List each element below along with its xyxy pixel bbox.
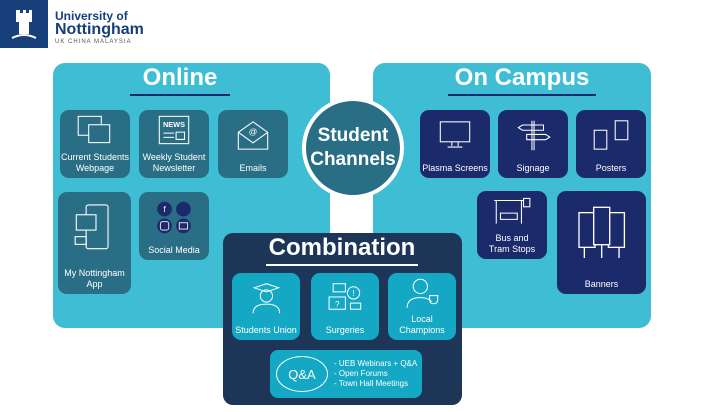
tile-label: My Nottingham (64, 268, 125, 278)
tile-plasma-screens[interactable]: Plasma Screens (420, 110, 490, 178)
webpage-icon (77, 115, 111, 144)
combination-title: Combination (266, 234, 418, 266)
tile-label: Banners (584, 279, 619, 289)
svg-text:NEWS: NEWS (163, 120, 185, 129)
speech-bubbles-icon: ?! (328, 283, 361, 310)
tile-label: Plasma Screens (422, 163, 488, 173)
svg-text:f: f (163, 204, 166, 214)
qa-item: - Open Forums (334, 369, 388, 378)
tile-posters[interactable]: Posters (576, 110, 646, 178)
qa-item: - UEB Webinars + Q&A (334, 359, 418, 368)
tile-banners[interactable]: Banners (557, 191, 646, 294)
logo-text-3: UK CHINA MALAYSIA (55, 39, 132, 45)
tile-label: Weekly Student (142, 152, 206, 162)
tile-label: Tram Stops (488, 244, 536, 254)
tile-label: Local Champions (399, 314, 445, 335)
tile-social-media[interactable]: f Social Media (139, 192, 209, 260)
tile-label: Bus and (495, 233, 529, 243)
tile-label: Posters (595, 163, 627, 173)
qa-box[interactable]: Q&A - UEB Webinars + Q&A - Open Forums -… (270, 350, 422, 398)
qa-item: - Town Hall Meetings (334, 379, 409, 388)
tile-label: Webpage (75, 163, 115, 173)
mobile-app-icon (74, 204, 109, 250)
envelope-icon: @ (237, 121, 269, 150)
logo-text-2: Nottingham (55, 21, 144, 38)
posters-icon (593, 120, 629, 150)
newspaper-icon: NEWS (158, 115, 190, 145)
tile-emails[interactable]: @ Emails (218, 110, 288, 178)
qa-bubble-icon: Q&A (276, 356, 328, 392)
tile-label: Signage (516, 163, 550, 173)
banners-icon (578, 206, 625, 259)
tile-label: Newsletter (152, 163, 196, 173)
tile-label: Students Union (235, 325, 297, 335)
castle-icon (11, 10, 37, 39)
tile-students-union[interactable]: Students Union (232, 273, 300, 340)
social-media-icons: f (157, 201, 191, 234)
tile-signage[interactable]: Signage (498, 110, 568, 178)
graduate-icon (252, 283, 280, 314)
svg-text:!: ! (352, 289, 354, 298)
tile-label: Emails (239, 163, 267, 173)
tile-surgeries[interactable]: ?! Surgeries (311, 273, 379, 340)
logo-text-1: University of (55, 9, 128, 23)
center-title-1: Student (317, 125, 389, 146)
online-title: Online (130, 64, 230, 96)
tile-label: App (86, 279, 103, 289)
svg-text:?: ? (335, 300, 340, 309)
bus-shelter-icon (494, 197, 531, 224)
on-campus-title: On Campus (448, 64, 596, 96)
monitor-icon (439, 121, 471, 148)
tile-local-champions[interactable]: Local Champions (388, 273, 456, 340)
signpost-icon (517, 120, 551, 151)
university-logo (0, 0, 48, 48)
qa-list: - UEB Webinars + Q&A - Open Forums - Tow… (334, 359, 417, 389)
student-channels-circle: Student Channels (302, 97, 404, 199)
champion-trophy-icon (406, 278, 438, 308)
svg-text:@: @ (249, 126, 258, 136)
tile-label: Current Students (60, 152, 130, 162)
center-title-2: Channels (310, 149, 396, 170)
tile-label: Surgeries (325, 325, 365, 335)
tile-label: Social Media (148, 245, 200, 255)
